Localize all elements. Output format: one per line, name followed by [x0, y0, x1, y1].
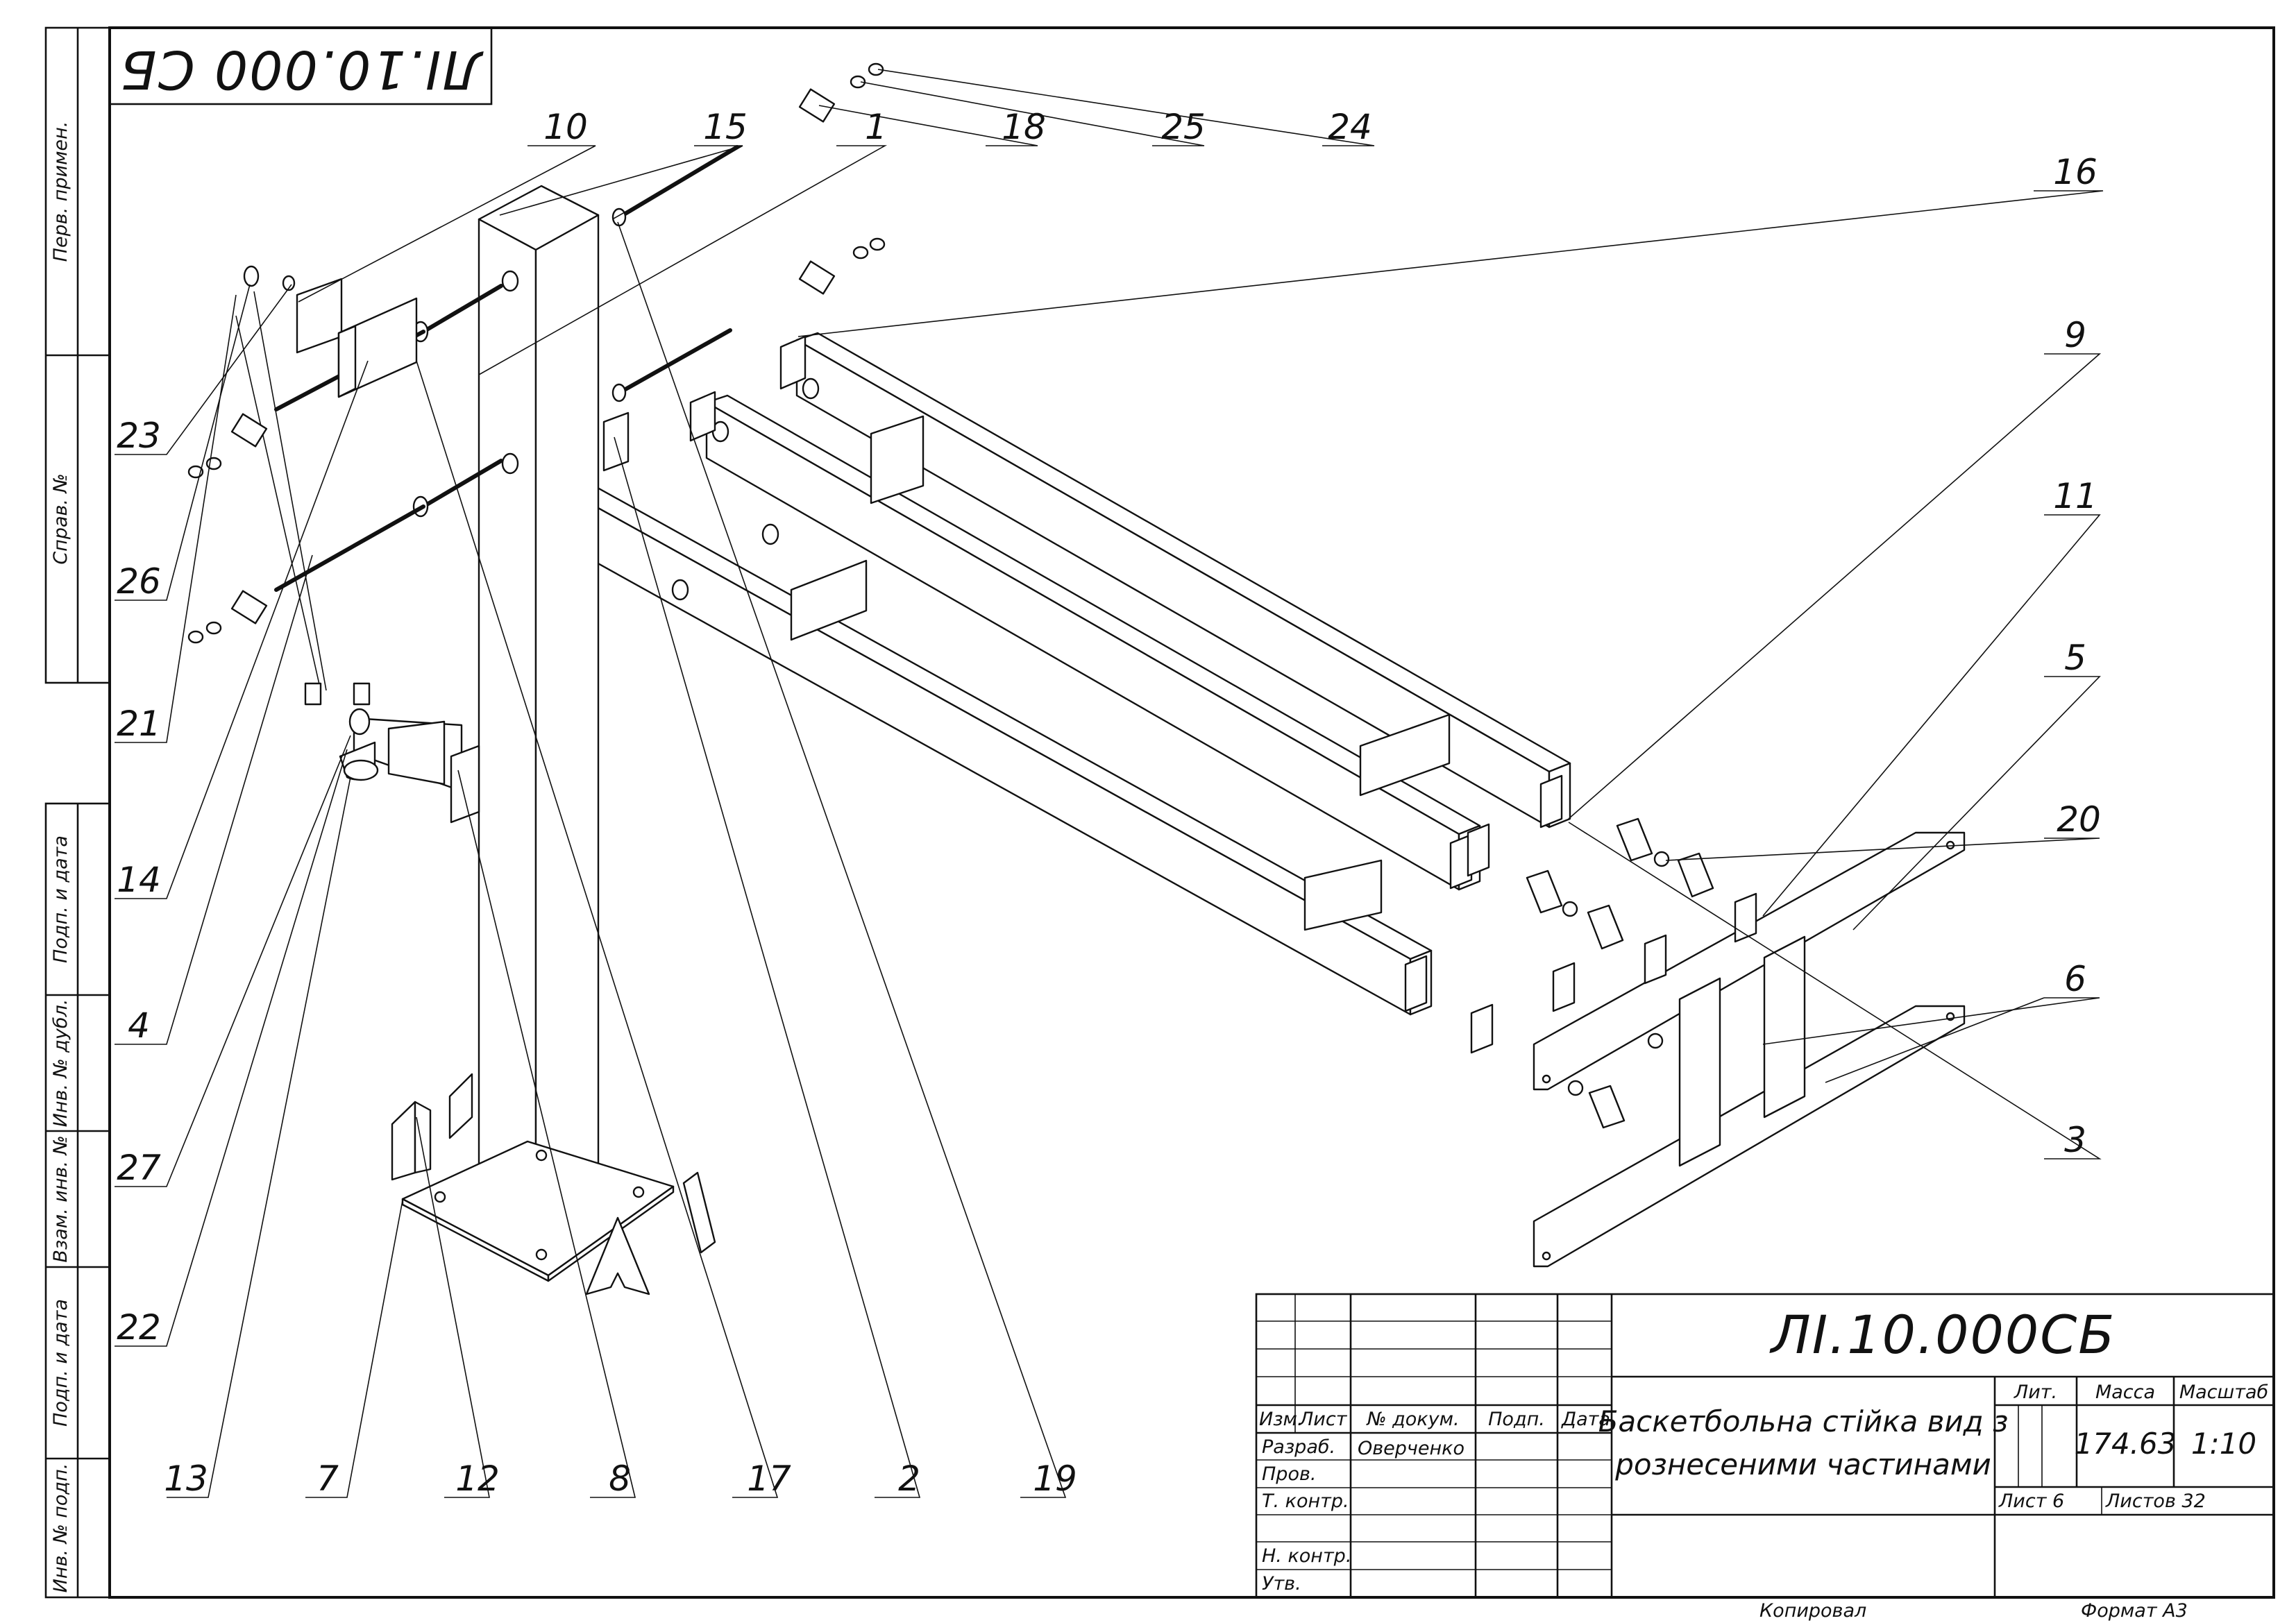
part-balloons: 10 15 1 18 25 24 16 9 11 5 20 6 3 23 26 … [117, 107, 2101, 1499]
cross-member-2 [790, 559, 868, 641]
balloon-20: 20 [2057, 799, 2101, 840]
role-developer: Разраб. [1262, 1436, 1335, 1458]
letter-column-label: Лит. [2014, 1382, 2057, 1403]
balloon-26: 26 [117, 561, 161, 602]
title-block [1255, 1293, 2275, 1599]
role-checker: Пров. [1262, 1463, 1316, 1485]
base-plate [391, 1101, 716, 1295]
balloon-6: 6 [2064, 959, 2086, 999]
role-tech-control: Т. контр. [1262, 1490, 1349, 1512]
developer-name: Оверченко [1358, 1438, 1464, 1459]
leader-lines [115, 69, 2104, 1498]
balloon-16: 16 [2053, 152, 2097, 192]
side-label-replace-inv: Взам. инв. № [50, 1135, 71, 1262]
balloon-22: 22 [117, 1307, 161, 1348]
drawing-frame [44, 26, 2275, 1599]
sheet-count: Листов 32 [2105, 1490, 2206, 1512]
balloon-14: 14 [117, 860, 161, 900]
balloon-27: 27 [117, 1148, 161, 1188]
rev-header-change: Изм. [1259, 1409, 1303, 1430]
scale-column-label: Масштаб [2179, 1382, 2268, 1403]
balloon-9: 9 [2064, 315, 2086, 355]
side-labels: Перв. примен. Справ. № Подп. и дата Инв.… [50, 121, 71, 1593]
balloon-1: 1 [865, 107, 887, 147]
balloon-7: 7 [316, 1459, 339, 1499]
balloon-2: 2 [898, 1459, 920, 1499]
balloon-19: 19 [1033, 1459, 1077, 1499]
side-label-first-use: Перв. примен. [50, 121, 71, 262]
side-label-orig-inv: Инв. № подп. [50, 1463, 71, 1593]
lower-bracket [304, 682, 480, 824]
cross-member-4 [1303, 859, 1383, 931]
end-plate-1 [1539, 774, 1563, 829]
side-label-sign-date-2: Подп. и дата [50, 1299, 71, 1427]
balloon-25: 25 [1161, 107, 1206, 147]
sheet-number: Лист 6 [1998, 1490, 2064, 1512]
vertical-post [448, 185, 600, 1237]
side-label-reference: Справ. № [50, 473, 71, 564]
fasteners [187, 62, 886, 644]
role-approved: Утв. [1262, 1573, 1301, 1595]
beam-front [532, 462, 1433, 1016]
balloon-23: 23 [117, 416, 161, 456]
beam-back [795, 332, 1571, 829]
balloon-11: 11 [2053, 476, 2097, 516]
document-designation: ЛІ.10.000СБ [1769, 1304, 2116, 1366]
end-plate-3 [1404, 955, 1428, 1012]
balloon-3: 3 [2064, 1120, 2086, 1160]
small-plates [1470, 817, 1757, 1129]
cross-member-1 [870, 415, 925, 504]
balloon-17: 17 [747, 1459, 791, 1499]
balloon-12: 12 [455, 1459, 500, 1499]
cross-member-3 [1359, 713, 1451, 797]
drawing-title-line-2: рознесеними частинами [1614, 1447, 1991, 1481]
balloon-18: 18 [1002, 107, 1046, 147]
end-plate-2 [1449, 833, 1473, 890]
balloon-10: 10 [543, 107, 588, 147]
mass-value: 174.63 [2075, 1427, 2177, 1461]
corner-plate-1 [779, 335, 807, 390]
balloon-21: 21 [117, 704, 161, 744]
balloon-24: 24 [1328, 107, 1372, 147]
format-label: Формат А3 [2081, 1600, 2188, 1622]
exploded-view [187, 62, 1966, 1295]
balloon-5: 5 [2064, 638, 2086, 678]
side-label-sign-date-1: Подп. и дата [50, 835, 71, 963]
end-assembly [1533, 831, 1966, 1268]
balloon-13: 13 [164, 1459, 208, 1499]
balloon-8: 8 [609, 1459, 631, 1499]
balloon-4: 4 [128, 1005, 150, 1046]
rev-header-signature: Подп. [1488, 1409, 1545, 1430]
side-label-dup-inv: Инв. № дубл. [50, 999, 71, 1128]
title-block-text: ЛІ.10.000СБ Баскетбольна стійка вид з ро… [1259, 1304, 2268, 1622]
mass-column-label: Масса [2095, 1382, 2155, 1403]
rev-header-date: Дата [1561, 1409, 1610, 1430]
corner-plate-2 [689, 391, 716, 442]
drawing-title-line-1: Баскетбольна стійка вид з [1598, 1404, 2009, 1438]
copied-label: Копировал [1759, 1600, 1866, 1622]
rev-header-sheet: Лист [1299, 1409, 1348, 1430]
role-norm-control: Н. контр. [1262, 1545, 1351, 1567]
rotated-designation: ЛІ.10.000 СБ [119, 39, 484, 101]
end-plate-4 [1467, 823, 1490, 877]
scale-value: 1:10 [2191, 1427, 2256, 1461]
balloon-15: 15 [703, 107, 748, 147]
rev-header-document: № докум. [1365, 1409, 1459, 1430]
